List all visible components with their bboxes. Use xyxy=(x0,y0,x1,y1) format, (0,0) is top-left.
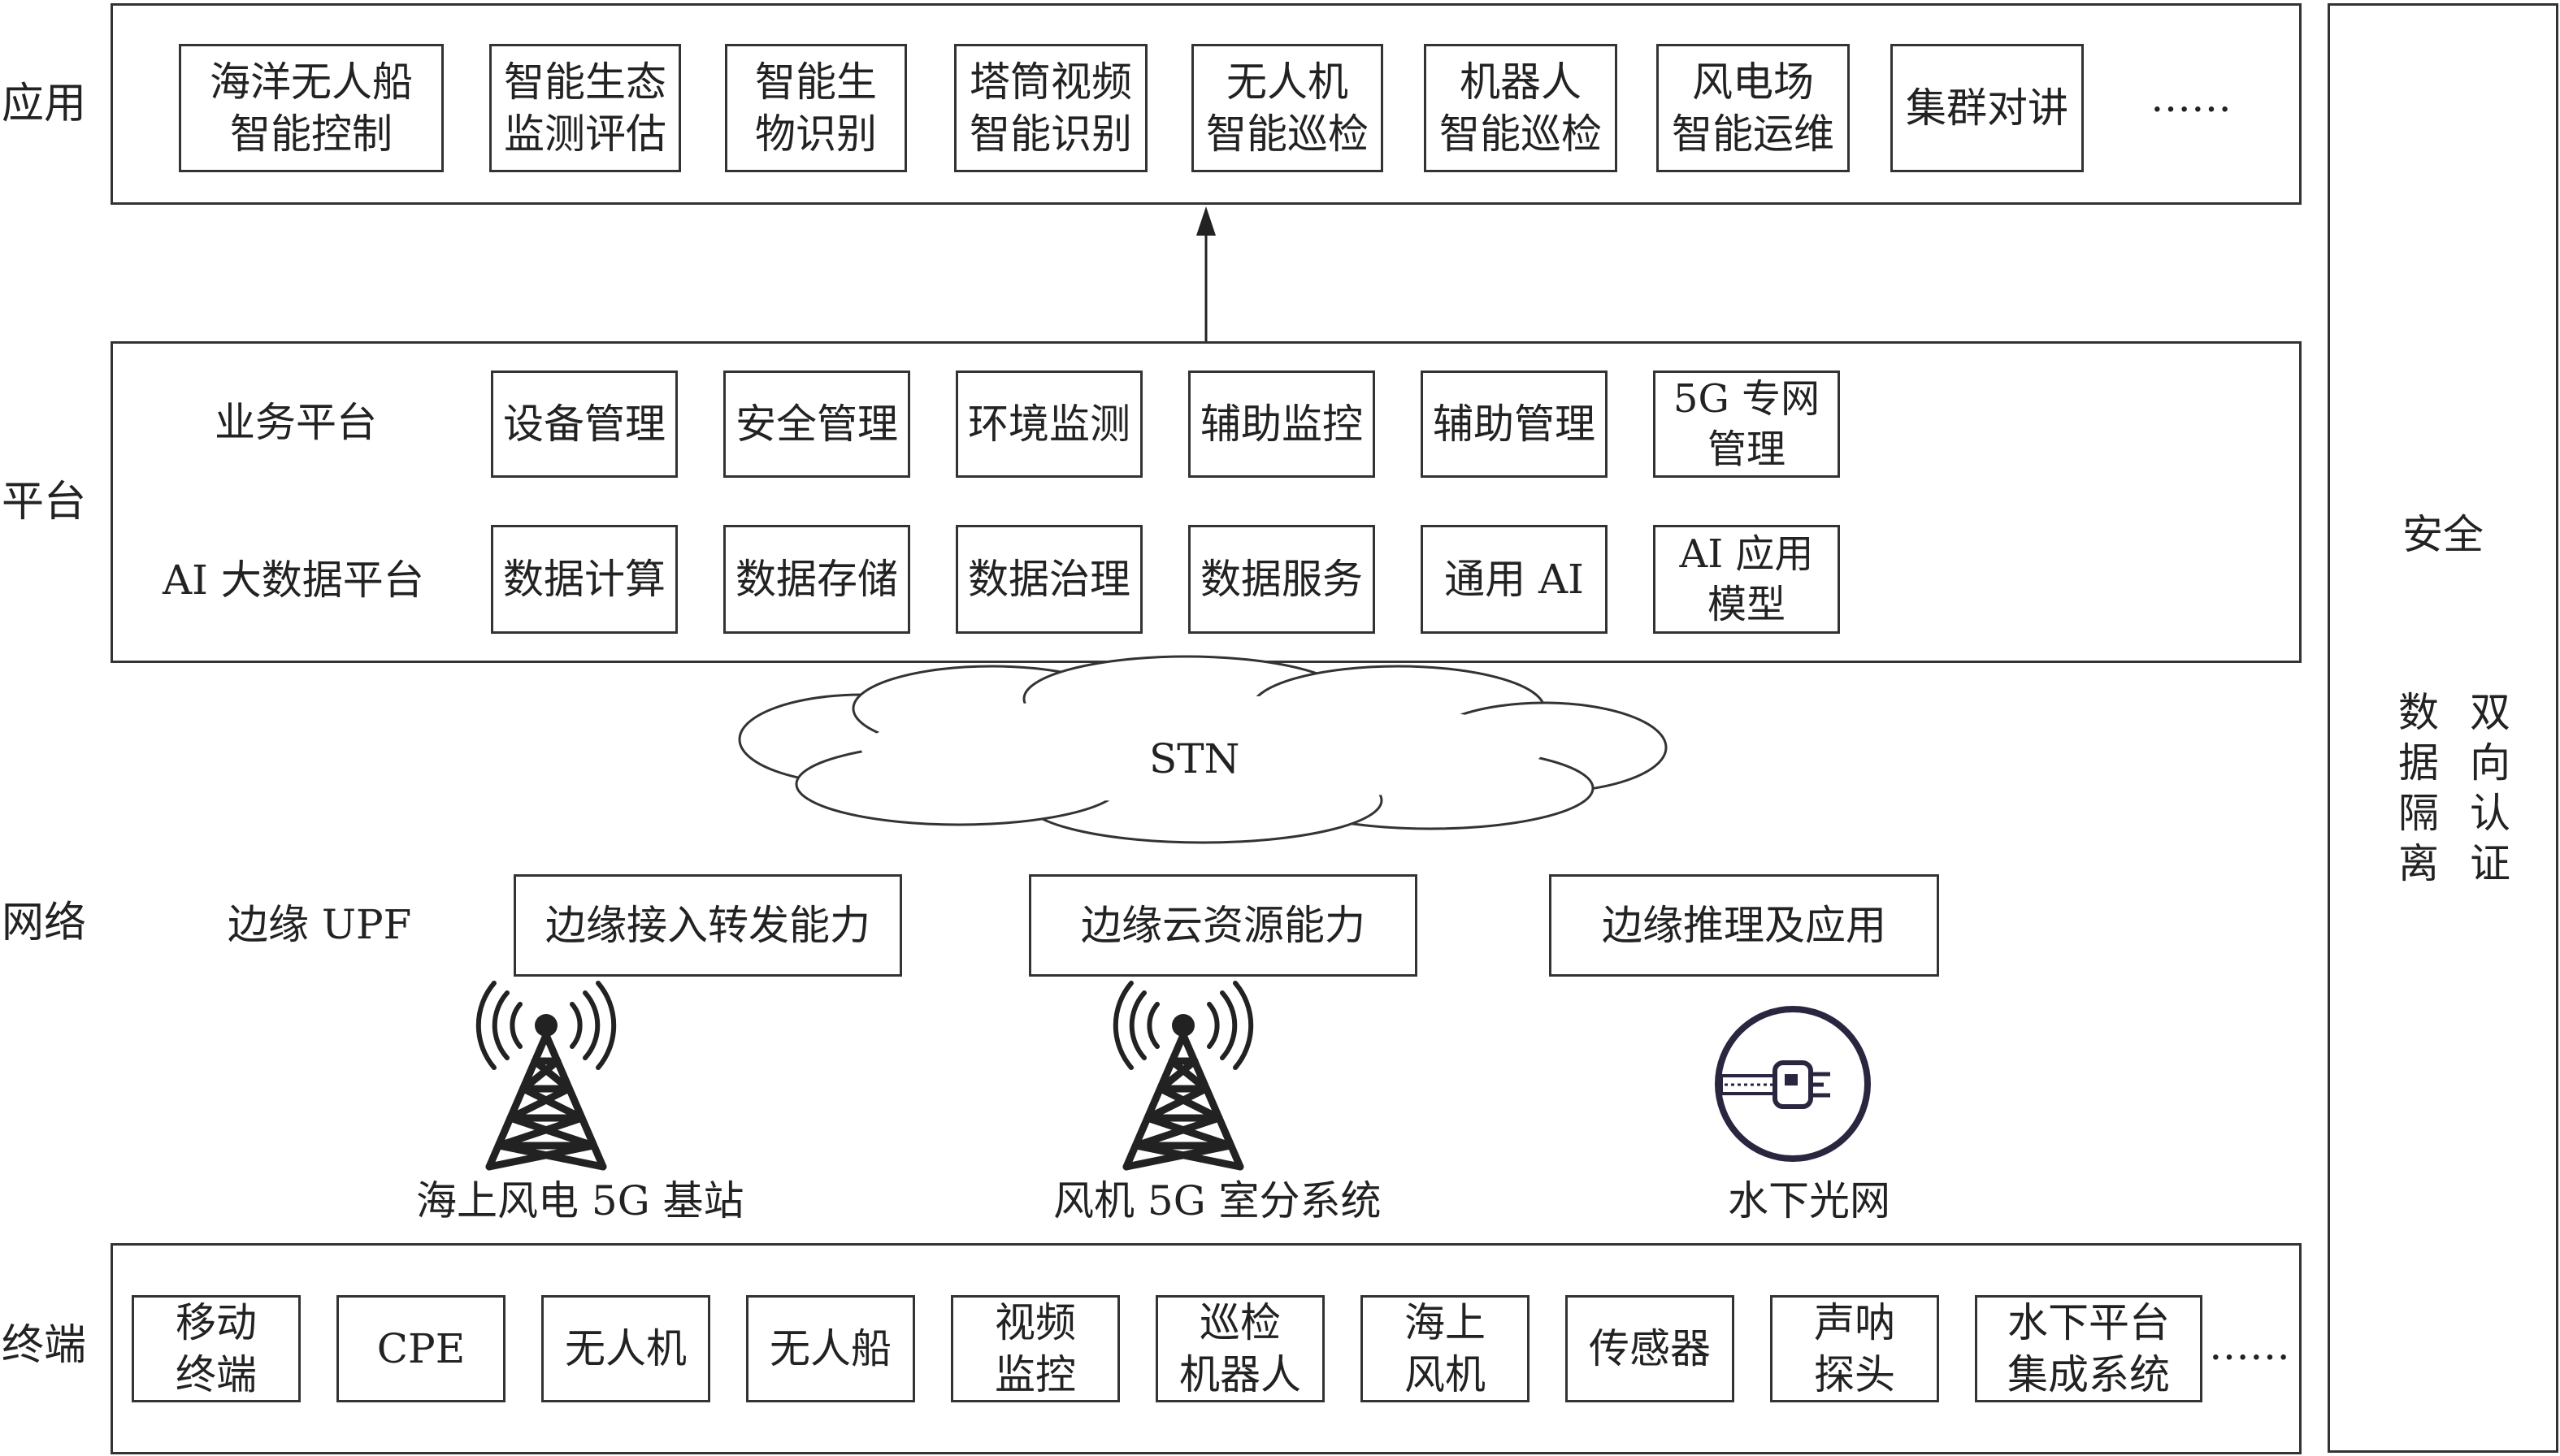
business-item-auxiliary-management: 辅助管理 xyxy=(1421,370,1608,478)
app-item-robot-inspection: 机器人 智能巡检 xyxy=(1424,44,1617,172)
base-station-tower-icon xyxy=(475,981,617,1171)
business-item-environment-monitoring: 环境监测 xyxy=(956,370,1143,478)
layer-label-network: 网络 xyxy=(2,899,87,947)
edge-cloud-resource-capability: 边缘云资源能力 xyxy=(1029,874,1417,977)
terminal-item-usv: 无人船 xyxy=(746,1295,915,1402)
business-item-safety-management: 安全管理 xyxy=(723,370,910,478)
ai-platform-label: AI 大数据平台 xyxy=(163,557,424,604)
underwater-optical-network-icon xyxy=(1715,1006,1871,1162)
ai-item-data-governance: 数据治理 xyxy=(956,525,1143,634)
app-item-ecology-monitoring: 智能生态 监测评估 xyxy=(489,44,681,172)
app-item-windfarm-operation: 风电场 智能运维 xyxy=(1656,44,1850,172)
business-platform-label: 业务平台 xyxy=(215,399,377,446)
terminal-item-sonar-probe: 声呐 探头 xyxy=(1770,1295,1939,1402)
terminal-item-cpe: CPE xyxy=(336,1295,505,1402)
stn-cloud xyxy=(738,655,1668,844)
base-station-label: 海上风电 5G 基站 xyxy=(416,1177,744,1224)
app-item-drone-inspection: 无人机 智能巡检 xyxy=(1191,44,1383,172)
security-column-frame xyxy=(2328,3,2558,1453)
business-item-device-management: 设备管理 xyxy=(491,370,678,478)
ai-item-general-ai: 通用 AI xyxy=(1421,525,1608,634)
layer-label-platform: 平台 xyxy=(2,478,87,526)
app-ellipsis: …… xyxy=(2150,74,2232,121)
edge-forwarding-capability: 边缘接入转发能力 xyxy=(514,874,902,977)
app-item-cluster-intercom: 集群对讲 xyxy=(1890,44,2084,172)
terminal-item-mobile: 移动 终端 xyxy=(132,1295,301,1402)
underwater-network-label: 水下光网 xyxy=(1728,1177,1890,1224)
terminal-item-inspection-robot: 巡检 机器人 xyxy=(1156,1295,1325,1402)
app-item-tower-video-recognition: 塔筒视频 智能识别 xyxy=(954,44,1148,172)
edge-upf-label: 边缘 UPF xyxy=(228,901,412,948)
terminal-ellipsis: …… xyxy=(2209,1322,2290,1369)
security-mutual-authentication: 双向认证 xyxy=(2470,689,2510,887)
indoor-system-label: 风机 5G 室分系统 xyxy=(1053,1177,1382,1224)
terminal-item-drone: 无人机 xyxy=(541,1295,710,1402)
app-item-usv-control: 海洋无人船 智能控制 xyxy=(179,44,444,172)
terminal-item-underwater-platform: 水下平台 集成系统 xyxy=(1975,1295,2202,1402)
terminal-item-offshore-turbine: 海上 风机 xyxy=(1360,1295,1529,1402)
terminal-item-sensor: 传感器 xyxy=(1565,1295,1734,1402)
security-title: 安全 xyxy=(2402,511,2484,558)
layer-label-terminal: 终端 xyxy=(2,1321,87,1370)
ai-item-ai-application-model: AI 应用 模型 xyxy=(1653,525,1840,634)
stn-cloud-label: STN xyxy=(1149,735,1240,782)
ai-item-data-storage: 数据存储 xyxy=(723,525,910,634)
security-data-isolation: 数据隔离 xyxy=(2398,689,2439,887)
layer-label-application: 应用 xyxy=(2,80,87,128)
platform-to-application-arrow xyxy=(1196,206,1216,341)
app-item-species-recognition: 智能生 物识别 xyxy=(725,44,907,172)
terminal-item-video-surveillance: 视频 监控 xyxy=(951,1295,1120,1402)
indoor-system-tower-icon xyxy=(1113,981,1254,1171)
ai-item-data-service: 数据服务 xyxy=(1188,525,1375,634)
business-item-auxiliary-monitoring: 辅助监控 xyxy=(1188,370,1375,478)
edge-inference-application: 边缘推理及应用 xyxy=(1549,874,1939,977)
ai-item-data-computing: 数据计算 xyxy=(491,525,678,634)
business-item-5g-private-network: 5G 专网 管理 xyxy=(1653,370,1840,478)
